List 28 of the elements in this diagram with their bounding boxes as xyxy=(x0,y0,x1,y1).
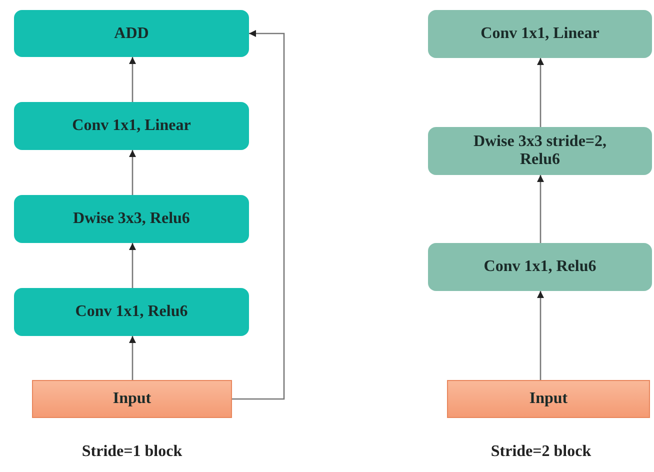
node-label: Conv 1x1, Relu6 xyxy=(75,303,188,321)
node-label: Conv 1x1, Linear xyxy=(480,25,600,43)
process-box xyxy=(428,127,652,175)
node-label: Conv 1x1, Relu6 xyxy=(484,258,596,276)
node-label: Input xyxy=(112,390,152,408)
arrow xyxy=(232,30,285,400)
process-box xyxy=(14,288,249,336)
process-box xyxy=(14,195,249,243)
arrow xyxy=(129,57,136,102)
arrow xyxy=(129,243,136,288)
arrow xyxy=(129,336,136,380)
node-label: ADD xyxy=(114,24,149,42)
process-box xyxy=(428,10,652,58)
arrow xyxy=(537,291,544,380)
process-box xyxy=(14,10,249,57)
arrow xyxy=(537,58,544,127)
arrow xyxy=(537,175,544,243)
node-label: Conv 1x1, Linear xyxy=(72,117,191,135)
input-box xyxy=(447,380,650,418)
caption-label: Stride=1 block xyxy=(82,443,182,461)
node-label: Dwise 3x3 stride=2, Relu6 xyxy=(472,133,608,169)
process-box xyxy=(428,243,652,291)
node-label: Dwise 3x3, Relu6 xyxy=(73,210,190,228)
caption-label: Stride=2 block xyxy=(490,443,592,461)
process-box xyxy=(14,102,249,150)
input-box xyxy=(32,380,232,418)
node-label: Input xyxy=(529,390,568,408)
arrow xyxy=(129,150,136,195)
